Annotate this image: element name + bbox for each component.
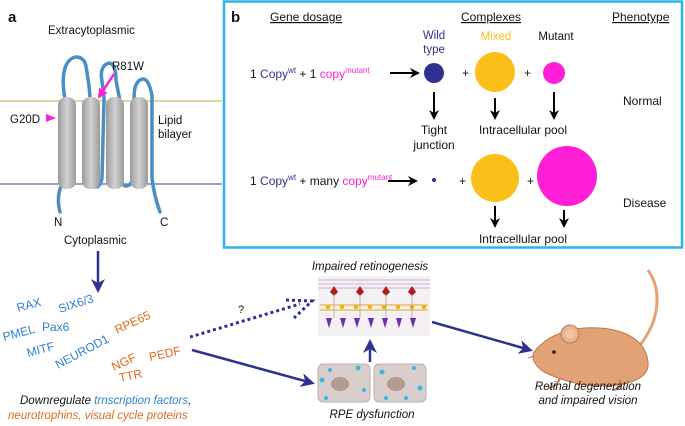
r81w-arrow: [97, 73, 116, 99]
row2-plus-b: +: [527, 174, 534, 188]
dotted-arrow-head: [285, 298, 316, 320]
dotted-arrow-line: [189, 302, 301, 339]
helix-1: [58, 97, 76, 189]
cytoplasmic-label: Cytoplasmic: [64, 235, 127, 247]
mutant-label: Mutant: [538, 31, 574, 43]
tight-junction-label-1: Tight: [421, 123, 448, 137]
gene-pax6: Pax6: [42, 320, 70, 334]
downregulate-caption-line1: Downregulate trnscription factors,: [20, 395, 191, 407]
tight-junction-label-2: junction: [412, 138, 454, 152]
row1-mixed-complex: [475, 52, 515, 92]
rpe-dysfunction-label: RPE dysfunction: [329, 409, 414, 421]
arrow-to-mouse: [431, 320, 533, 354]
panel-b: b Gene dosage Complexes Phenotype Wild t…: [222, 0, 684, 249]
row2-wild-complex: [432, 178, 436, 182]
peptide-chain: [56, 55, 162, 214]
extracytoplasmic-label: Extracytoplasmic: [48, 25, 135, 37]
retinal-degeneration-label-1: Retinal degeneration: [535, 381, 641, 393]
n-terminus-label: N: [54, 217, 62, 229]
c-terminus-label: C: [160, 217, 168, 229]
gene-pmel: PMEL: [1, 322, 37, 344]
gene-ttr: TTR: [118, 366, 144, 385]
wild-label-1: Wild: [423, 30, 445, 42]
row2-phenotype: Disease: [623, 196, 667, 210]
gene-pedf: PEDF: [148, 344, 182, 364]
panel-b-label: b: [231, 9, 240, 26]
gene-mitf: MITF: [25, 339, 56, 360]
retina-illustration: [318, 276, 430, 336]
row2-intracellular-pool: Intracellular pool: [479, 232, 567, 246]
retinal-degeneration-label-2: and impaired vision: [538, 395, 637, 407]
panel-a-label: a: [8, 9, 17, 26]
mutation-r81w-label: R81W: [112, 61, 144, 73]
gene-rax: RAX: [15, 295, 42, 315]
header-complexes: Complexes: [461, 10, 521, 24]
helix-2: [82, 97, 100, 189]
mutation-g20d-label: G20D: [10, 114, 40, 126]
row1-wild-complex: [424, 63, 444, 83]
row1-mutant-complex: [543, 62, 565, 84]
wild-label-2: type: [423, 44, 445, 56]
impaired-retinogenesis-label: Impaired retinogenesis: [312, 261, 429, 273]
mouse-illustration: [527, 269, 659, 391]
panel-a: a Extracytoplasmic R81W G20D Lipid bilay…: [0, 9, 222, 293]
row2-plus-a: +: [459, 174, 466, 188]
question-mark: ?: [238, 304, 244, 316]
mixed-label: Mixed: [481, 31, 512, 43]
panel-b-border: [222, 0, 684, 249]
row2-mixed-complex: [471, 154, 519, 202]
gene-six6: SIX6/3: [57, 291, 96, 316]
header-phenotype: Phenotype: [612, 10, 670, 24]
bilayer-label: bilayer: [158, 129, 192, 141]
g20d-arrow: [46, 114, 56, 122]
row1-gene-dosage: 1 Copywt + 1 copymutant: [250, 62, 370, 81]
gene-rpe65: RPE65: [112, 308, 153, 337]
row1-intracellular-pool: Intracellular pool: [479, 123, 567, 137]
helix-3: [106, 97, 124, 189]
lipid-label: Lipid: [158, 115, 182, 127]
solid-arrow-to-rpe: [191, 348, 315, 387]
downregulate-caption-line2: neurotrophins, visual cycle proteins: [8, 410, 188, 422]
rpe-cells-illustration: [317, 363, 427, 403]
row1-plus-a: +: [462, 66, 469, 80]
gene-cloud: RAX SIX6/3 PMEL Pax6 MITF NEUROD1 RPE65 …: [1, 291, 182, 385]
row2-mutant-complex: [537, 146, 597, 206]
row2-gene-dosage: 1 Copywt + many copymutant: [250, 169, 393, 188]
header-gene-dosage: Gene dosage: [270, 10, 342, 24]
gene-neurod1: NEUROD1: [53, 332, 112, 372]
helix-4: [130, 97, 148, 189]
row1-plus-b: +: [524, 66, 531, 80]
row1-phenotype: Normal: [623, 94, 662, 108]
bottom-section: RAX SIX6/3 PMEL Pax6 MITF NEUROD1 RPE65 …: [1, 261, 659, 422]
